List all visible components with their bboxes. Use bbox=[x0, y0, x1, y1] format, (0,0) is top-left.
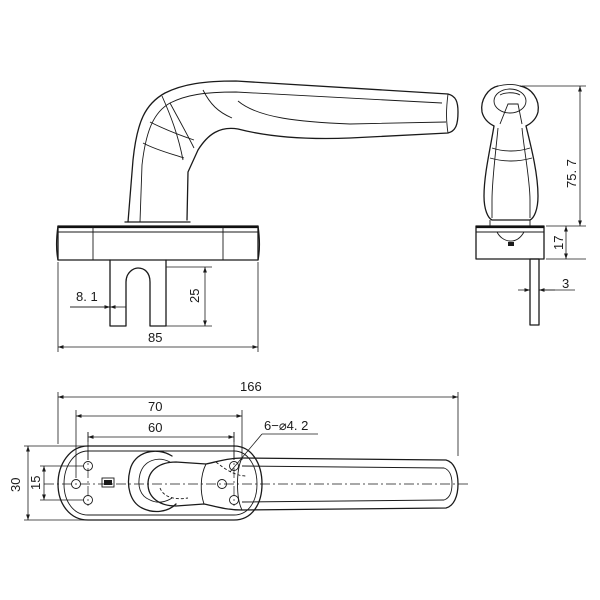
dim-slot-depth: 25 bbox=[187, 289, 202, 303]
dim-base-height: 17 bbox=[551, 236, 566, 250]
mount-hole bbox=[217, 479, 227, 489]
front-dimensions: 8. 1 25 85 bbox=[57, 262, 259, 352]
dim-total-length: 166 bbox=[240, 379, 262, 394]
top-base-plate bbox=[57, 445, 263, 521]
mount-holes bbox=[71, 461, 239, 505]
dim-total-height: 75. 7 bbox=[564, 159, 579, 188]
front-slot bbox=[109, 259, 167, 327]
top-rose bbox=[127, 450, 177, 513]
side-view: 75. 7 17 3 bbox=[475, 84, 586, 326]
mount-hole bbox=[229, 461, 239, 471]
top-view: 166 70 60 6−⌀4. 2 30 15 bbox=[8, 379, 470, 521]
dim-holes-spec: 6−⌀4. 2 bbox=[264, 418, 308, 433]
dim-hole-spacing-inner: 60 bbox=[148, 420, 162, 435]
mount-hole bbox=[71, 479, 81, 489]
front-base-plate bbox=[55, 221, 261, 261]
dim-spindle: 3 bbox=[562, 276, 569, 291]
front-handle-lever bbox=[127, 80, 459, 223]
top-dimensions: 166 70 60 6−⌀4. 2 30 15 bbox=[8, 379, 459, 521]
side-dimensions: 75. 7 17 3 bbox=[518, 85, 586, 292]
dim-slot-width: 8. 1 bbox=[76, 289, 98, 304]
front-view: 8. 1 25 85 bbox=[55, 80, 459, 352]
logo-mark-icon bbox=[101, 477, 115, 488]
top-lever bbox=[147, 457, 459, 511]
side-spindle bbox=[529, 258, 540, 326]
side-handle bbox=[481, 84, 539, 221]
side-base bbox=[475, 220, 545, 260]
dim-plate-width: 85 bbox=[148, 330, 162, 345]
dim-hole-spacing-outer: 70 bbox=[148, 399, 162, 414]
dim-plate-height: 30 bbox=[8, 478, 23, 492]
dim-inner-height: 15 bbox=[28, 476, 43, 490]
